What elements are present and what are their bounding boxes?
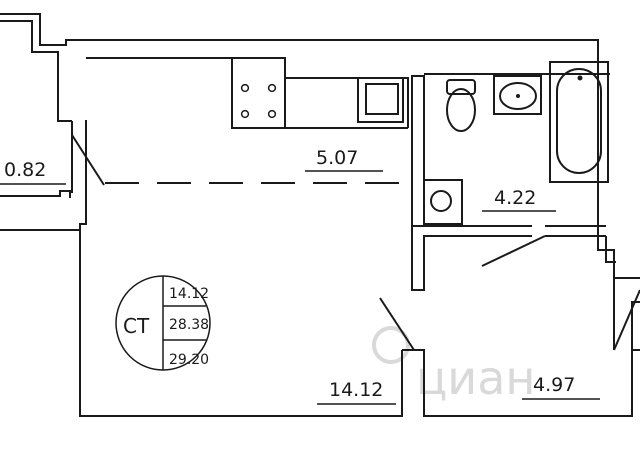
apartment-badge: СТ 14.12 28.38 29.20 bbox=[115, 275, 211, 371]
kitchen-sink bbox=[357, 77, 404, 123]
balcony-area-label: 0.82 bbox=[4, 159, 46, 181]
living-door bbox=[379, 297, 415, 351]
badge-total-area: 28.38 bbox=[169, 317, 209, 333]
badge-living-area: 14.12 bbox=[169, 286, 209, 302]
hallway-area-label: 4.97 bbox=[533, 374, 575, 396]
badge-total-with-balcony: 29.20 bbox=[169, 352, 209, 368]
watermark: циан bbox=[372, 326, 535, 405]
balcony-door bbox=[71, 134, 105, 186]
washing-machine bbox=[423, 179, 463, 225]
entrance-door bbox=[613, 289, 640, 351]
apartment-type: СТ bbox=[123, 314, 150, 338]
stove bbox=[231, 57, 286, 129]
outer-walls bbox=[0, 13, 640, 417]
watermark-text: циан bbox=[416, 351, 535, 405]
area-labels: 0.82 5.07 4.22 14.12 4.97 bbox=[0, 147, 600, 405]
living-area-label: 14.12 bbox=[329, 379, 383, 401]
bathroom-door bbox=[481, 235, 546, 267]
kitchen-area-label: 5.07 bbox=[316, 147, 358, 169]
washbasin bbox=[493, 75, 542, 115]
toilet bbox=[446, 79, 476, 132]
bathroom-walls bbox=[411, 73, 610, 291]
bathroom-area-label: 4.22 bbox=[494, 187, 536, 209]
bathtub bbox=[549, 61, 609, 183]
hallway-walls bbox=[402, 278, 633, 417]
